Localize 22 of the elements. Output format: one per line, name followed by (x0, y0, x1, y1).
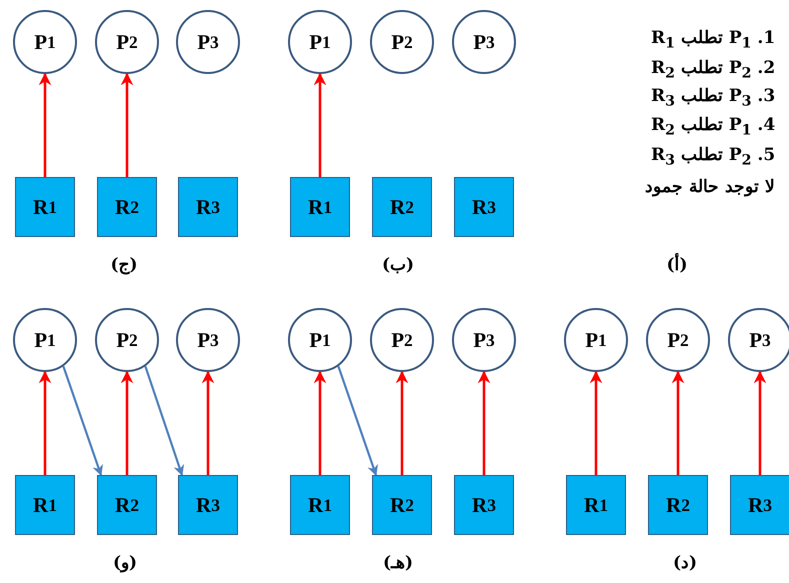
arrow (754, 370, 766, 475)
panel-label: (ج) (110, 255, 138, 276)
arrow (314, 370, 326, 475)
panel-label: (هـ) (383, 553, 414, 574)
panel-label: (و) (113, 553, 138, 574)
panel-label: (أ) (666, 255, 688, 276)
arrow (120, 72, 134, 177)
panel-label: (د) (673, 553, 698, 574)
arrow (590, 370, 602, 475)
arrow (478, 370, 490, 475)
list-item: لا توجد حالة جمود (645, 177, 775, 198)
arrow (202, 370, 214, 475)
panel-label: (ب) (382, 255, 414, 276)
arrow (396, 370, 408, 475)
arrow (38, 72, 52, 177)
arrow (337, 366, 378, 476)
arrow (314, 72, 326, 177)
arrow (672, 370, 684, 475)
arrow (38, 370, 52, 475)
arrow (144, 366, 184, 476)
arrow (120, 370, 134, 475)
arrow (62, 366, 103, 476)
